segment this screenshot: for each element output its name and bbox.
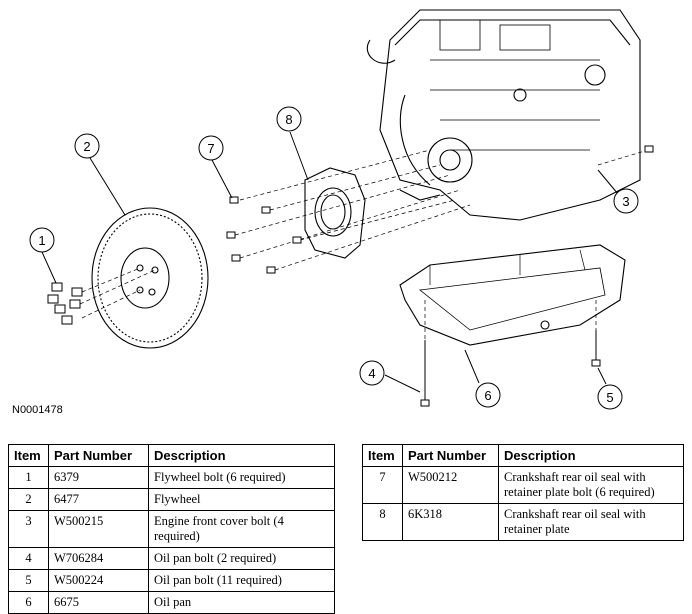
cell-item: 3 bbox=[8, 510, 49, 548]
callout-8-label: 8 bbox=[285, 112, 292, 127]
header-item: Item bbox=[8, 444, 49, 467]
table-row: 7 W500212 Crankshaft rear oil seal with … bbox=[362, 466, 684, 504]
callout-1-label: 1 bbox=[38, 233, 45, 248]
callout-7-label: 7 bbox=[207, 141, 214, 156]
cell-description: Engine front cover bolt (4 required) bbox=[148, 510, 335, 548]
table-header-row: Item Part Number Description bbox=[8, 444, 335, 467]
flywheel-bolts bbox=[47, 282, 83, 325]
cell-item: 5 bbox=[8, 569, 49, 592]
cell-part-number: W500212 bbox=[402, 466, 499, 504]
callout-5: 5 bbox=[597, 384, 623, 410]
cell-description: Flywheel bolt (6 required) bbox=[148, 466, 335, 489]
flywheel bbox=[91, 207, 209, 349]
parts-table-right: Item Part Number Description 7 W500212 C… bbox=[362, 444, 684, 541]
cell-description: Crankshaft rear oil seal with retainer p… bbox=[498, 503, 684, 541]
callout-5-label: 5 bbox=[606, 390, 613, 405]
cell-description: Oil pan bbox=[148, 591, 335, 614]
header-part-number: Part Number bbox=[402, 444, 499, 467]
figure-id: N0001478 bbox=[12, 404, 63, 416]
callout-3-label: 3 bbox=[622, 194, 629, 209]
callout-6: 6 bbox=[475, 382, 501, 408]
cell-item: 1 bbox=[8, 466, 49, 489]
cell-item: 4 bbox=[8, 547, 49, 570]
cell-item: 7 bbox=[362, 466, 403, 504]
rear-oil-seal-retainer bbox=[304, 167, 366, 259]
table-row: 1 6379 Flywheel bolt (6 required) bbox=[8, 466, 335, 489]
cell-description: Oil pan bolt (11 required) bbox=[148, 569, 335, 592]
cell-item: 6 bbox=[8, 591, 49, 614]
header-part-number: Part Number bbox=[48, 444, 149, 467]
header-item: Item bbox=[362, 444, 403, 467]
cell-description: Oil pan bolt (2 required) bbox=[148, 547, 335, 570]
callouts: 1 2 3 4 5 6 7 8 bbox=[29, 106, 639, 410]
header-description: Description bbox=[148, 444, 335, 467]
cell-part-number: 6K318 bbox=[402, 503, 499, 541]
callout-8: 8 bbox=[276, 106, 302, 132]
header-description: Description bbox=[498, 444, 684, 467]
table-row: 3 W500215 Engine front cover bolt (4 req… bbox=[8, 510, 335, 548]
callout-4: 4 bbox=[359, 360, 385, 386]
table-header-row: Item Part Number Description bbox=[362, 444, 684, 467]
callout-1: 1 bbox=[29, 227, 55, 253]
leader-lines bbox=[41, 131, 619, 393]
cell-part-number: W500224 bbox=[48, 569, 149, 592]
cell-description: Flywheel bbox=[148, 488, 335, 511]
table-row: 8 6K318 Crankshaft rear oil seal with re… bbox=[362, 503, 684, 541]
callout-7: 7 bbox=[198, 135, 224, 161]
cell-part-number: 6379 bbox=[48, 466, 149, 489]
cell-part-number: 6477 bbox=[48, 488, 149, 511]
callout-2: 2 bbox=[74, 133, 100, 159]
cell-item: 2 bbox=[8, 488, 49, 511]
exploded-engine-diagram: 1 2 3 4 5 6 7 8 bbox=[29, 9, 654, 410]
cell-part-number: W706284 bbox=[48, 547, 149, 570]
parts-table-left: Item Part Number Description 1 6379 Flyw… bbox=[8, 444, 335, 614]
engine-block bbox=[367, 9, 641, 221]
cell-part-number: 6675 bbox=[48, 591, 149, 614]
table-row: 5 W500224 Oil pan bolt (11 required) bbox=[8, 569, 335, 592]
cell-description: Crankshaft rear oil seal with retainer p… bbox=[498, 466, 684, 504]
cell-item: 8 bbox=[362, 503, 403, 541]
oil-pan bbox=[399, 244, 626, 346]
table-row: 4 W706284 Oil pan bolt (2 required) bbox=[8, 547, 335, 570]
callout-6-label: 6 bbox=[484, 388, 491, 403]
table-row: 2 6477 Flywheel bbox=[8, 488, 335, 511]
callout-4-label: 4 bbox=[368, 366, 375, 381]
callout-3: 3 bbox=[613, 188, 639, 214]
cell-part-number: W500215 bbox=[48, 510, 149, 548]
callout-2-label: 2 bbox=[83, 139, 90, 154]
small-bolts bbox=[226, 145, 654, 407]
table-row: 6 6675 Oil pan bbox=[8, 591, 335, 614]
